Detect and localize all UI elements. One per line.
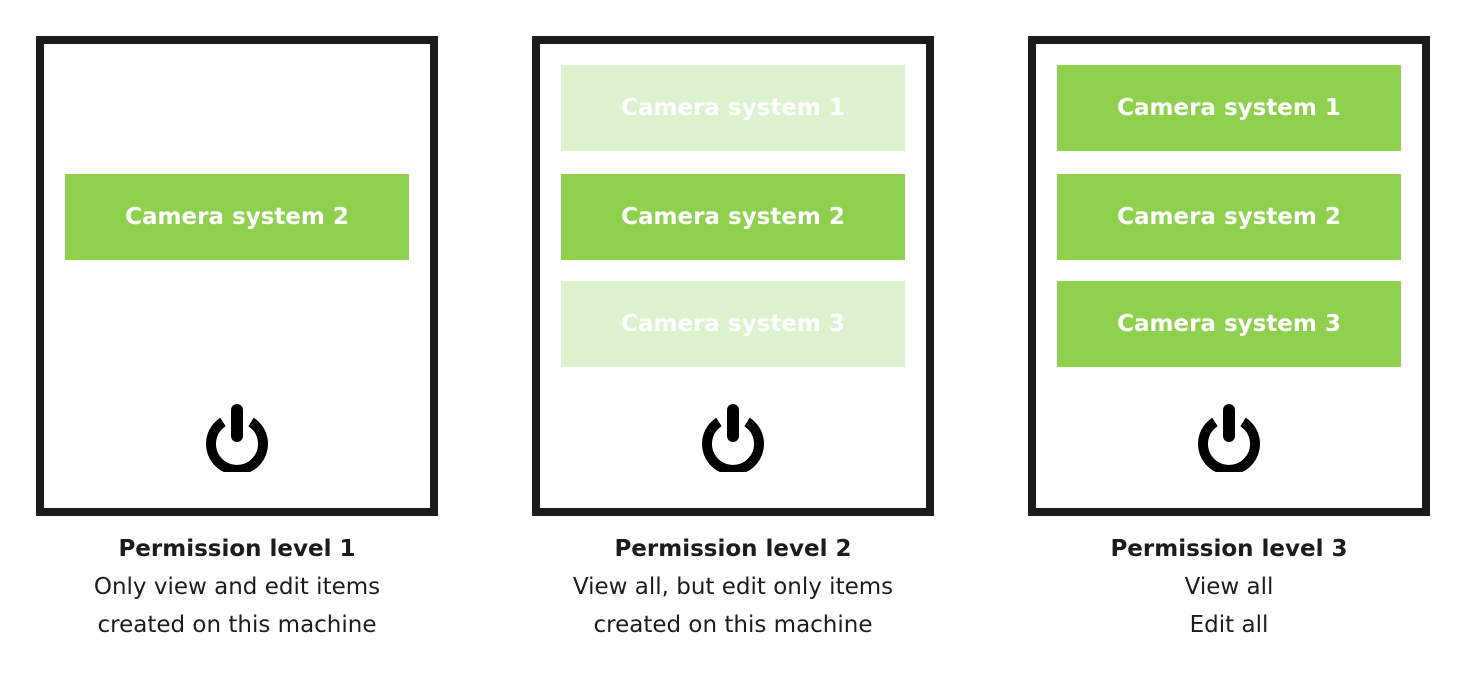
permission-title: Permission level 2 (614, 536, 852, 562)
camera-system-label: Camera system 1 (621, 95, 845, 121)
camera-system-item[interactable]: Camera system 2 (65, 174, 409, 260)
permission-caption-3: Permission level 3 View all Edit all (1028, 530, 1430, 644)
permission-caption-2: Permission level 2 View all, but edit on… (532, 530, 934, 644)
power-icon[interactable] (204, 402, 270, 472)
permission-panel-2: Camera system 1 Camera system 2 Camera s… (532, 36, 934, 516)
permission-description-line: Edit all (1189, 612, 1269, 638)
power-icon[interactable] (700, 402, 766, 472)
permission-description-line: View all, but edit only items (572, 574, 894, 600)
camera-system-label: Camera system 2 (1117, 204, 1341, 230)
camera-system-label: Camera system 3 (1117, 311, 1341, 337)
camera-system-item[interactable]: Camera system 1 (561, 65, 905, 151)
camera-system-label: Camera system 3 (621, 311, 845, 337)
camera-system-item[interactable]: Camera system 2 (1057, 174, 1401, 260)
camera-system-item[interactable]: Camera system 2 (561, 174, 905, 260)
camera-system-item[interactable]: Camera system 3 (1057, 281, 1401, 367)
permission-title: Permission level 3 (1110, 536, 1348, 562)
camera-system-label: Camera system 1 (1117, 95, 1341, 121)
power-icon[interactable] (1196, 402, 1262, 472)
permission-description-line: View all (1184, 574, 1274, 600)
camera-system-item[interactable]: Camera system 1 (1057, 65, 1401, 151)
camera-system-label: Camera system 2 (125, 204, 349, 230)
permission-panel-1: Camera system 2 (36, 36, 438, 516)
permission-description-line: Only view and edit items (93, 574, 381, 600)
permission-title: Permission level 1 (118, 536, 356, 562)
camera-system-item[interactable]: Camera system 3 (561, 281, 905, 367)
permission-caption-1: Permission level 1 Only view and edit it… (36, 530, 438, 644)
permission-panel-3: Camera system 1 Camera system 2 Camera s… (1028, 36, 1430, 516)
camera-system-label: Camera system 2 (621, 204, 845, 230)
permission-description-line: created on this machine (97, 612, 377, 638)
permission-description-line: created on this machine (593, 612, 873, 638)
